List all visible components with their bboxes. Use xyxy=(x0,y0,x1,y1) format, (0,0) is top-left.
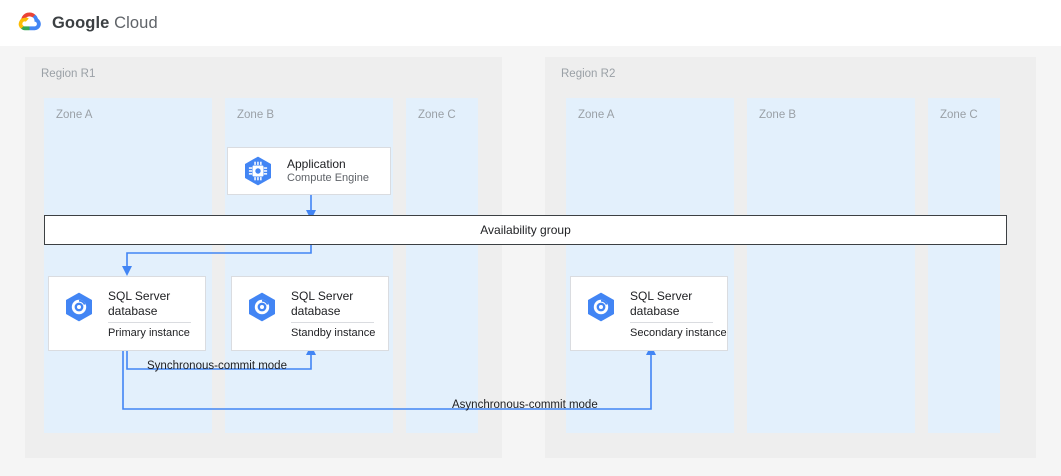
cloud-sql-icon-wrap-standby xyxy=(246,291,278,323)
cloud-sql-icon xyxy=(249,292,275,322)
wire-ag-to-primary xyxy=(126,245,312,270)
compute-engine-icon xyxy=(245,156,271,186)
zone-r1-a: Zone A xyxy=(44,98,212,433)
card-db-secondary-divider xyxy=(630,322,713,323)
cloud-sql-icon-wrap-secondary xyxy=(585,291,617,323)
card-application-title: Application xyxy=(287,156,346,171)
card-application-subtitle: Compute Engine xyxy=(287,171,369,184)
architecture-diagram: Region R1 Zone A Zone B Zone C Region R2… xyxy=(0,46,1061,476)
wire-label-async: Asynchronous-commit mode xyxy=(452,399,598,411)
card-db-secondary[interactable]: SQL Server database Secondary instance xyxy=(570,276,728,351)
zone-r1-c: Zone C xyxy=(406,98,478,433)
card-application[interactable]: Application Compute Engine xyxy=(227,147,391,195)
card-db-standby-divider xyxy=(291,322,374,323)
card-db-secondary-title: SQL Server database xyxy=(630,289,693,318)
card-db-primary-divider xyxy=(108,322,191,323)
zone-r2-b: Zone B xyxy=(747,98,915,433)
card-db-standby-instance: Standby instance xyxy=(291,327,376,339)
region-r1-label: Region R1 xyxy=(41,68,96,80)
zone-r1-c-label: Zone C xyxy=(418,109,456,121)
wire-label-sync: Synchronous-commit mode xyxy=(147,360,287,372)
brand-wordmark: Google Cloud xyxy=(52,14,158,33)
region-r2-label: Region R2 xyxy=(561,68,616,80)
card-db-primary-instance: Primary instance xyxy=(108,327,190,339)
zone-r2-a-label: Zone A xyxy=(578,109,615,121)
wire-sync xyxy=(126,351,312,370)
cloud-sql-icon-wrap-primary xyxy=(63,291,95,323)
card-db-standby[interactable]: SQL Server database Standby instance xyxy=(231,276,389,351)
card-db-primary[interactable]: SQL Server database Primary instance xyxy=(48,276,206,351)
zone-r1-b-label: Zone B xyxy=(237,109,275,121)
card-db-secondary-instance: Secondary instance xyxy=(630,327,727,339)
app-header: Google Cloud xyxy=(0,0,1061,46)
zone-r2-a: Zone A xyxy=(566,98,734,433)
wire-async xyxy=(122,351,652,410)
connector-layer xyxy=(122,186,656,410)
zone-r2-c-label: Zone C xyxy=(940,109,978,121)
zone-r2-b-label: Zone B xyxy=(759,109,797,121)
brand-cloud: Cloud xyxy=(114,13,158,32)
google-cloud-logo-icon xyxy=(18,12,41,31)
availability-group-bar[interactable]: Availability group xyxy=(44,215,1007,245)
card-db-primary-title: SQL Server database xyxy=(108,289,171,318)
card-db-standby-title: SQL Server database xyxy=(291,289,354,318)
zone-r1-a-label: Zone A xyxy=(56,109,93,121)
cloud-sql-icon xyxy=(588,292,614,322)
availability-group-label: Availability group xyxy=(480,223,571,237)
arrowhead-ag-to-primary xyxy=(122,266,132,276)
brand-google: Google xyxy=(52,13,110,32)
cloud-sql-icon xyxy=(66,292,92,322)
zone-r2-c: Zone C xyxy=(928,98,1000,433)
